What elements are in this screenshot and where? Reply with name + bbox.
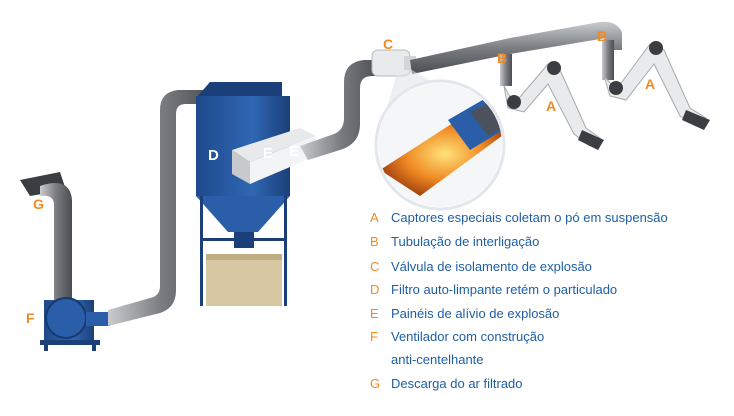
callout-e-right: E — [289, 143, 300, 160]
legend-text: Painéis de alívio de explosão — [391, 306, 560, 321]
callout-a-left: A — [546, 98, 557, 114]
main-duct — [108, 90, 214, 326]
callout-a-right: A — [645, 76, 656, 92]
legend-letter: F — [370, 329, 378, 344]
callout-b-left: B — [497, 50, 508, 66]
legend-text: Tubulação de interligação — [391, 234, 540, 249]
callout-g: G — [33, 196, 44, 212]
legend-text: Filtro auto-limpante retém o particulado — [391, 282, 618, 297]
capture-arm-left — [503, 61, 604, 150]
legend-text: Válvula de isolamento de explosão — [391, 259, 592, 274]
callout-e-left: E — [263, 145, 274, 162]
callout-c: C — [383, 36, 394, 52]
callout-b-right: B — [597, 28, 608, 44]
legend-text: anti-centelhante — [391, 352, 484, 367]
legend-letter: G — [370, 376, 381, 391]
callout-d: D — [208, 147, 219, 164]
callout-f: F — [26, 310, 35, 326]
fan — [40, 297, 110, 351]
valve-detail-zoom — [374, 70, 506, 211]
filter-unit — [196, 82, 316, 306]
legend-text: Ventilador com construção — [391, 329, 545, 344]
exhaust-duct — [20, 172, 72, 300]
inlet-duct — [300, 60, 380, 160]
legend-letter: A — [370, 210, 379, 225]
legend-text: Captores especiais coletam o pó em suspe… — [391, 210, 668, 225]
capture-arm-right — [603, 41, 710, 130]
legend-letter: E — [370, 306, 379, 321]
legend-letter: D — [370, 282, 380, 297]
top-duct — [410, 21, 622, 86]
legend-letter: C — [370, 259, 380, 274]
legend-letter: B — [370, 234, 379, 249]
legend-text: Descarga do ar filtrado — [391, 376, 523, 391]
